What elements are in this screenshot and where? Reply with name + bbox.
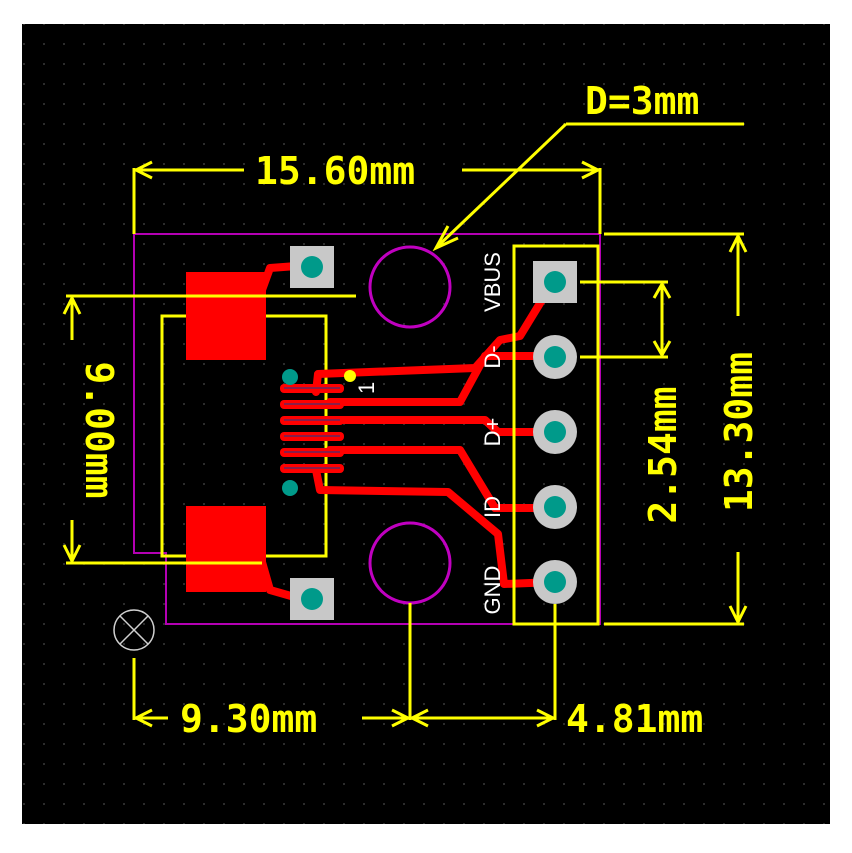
usb-signal-pads-highlight bbox=[284, 387, 340, 469]
dim-bottom-right: 4.81mm bbox=[566, 697, 703, 741]
header-drill-gnd bbox=[544, 571, 566, 593]
dim-pin-pitch: 2.54mm bbox=[641, 386, 685, 523]
header-drill-vbus bbox=[544, 271, 566, 293]
shield-pad-top bbox=[186, 272, 266, 360]
pin-label-d-plus: D+ bbox=[480, 418, 505, 447]
dim-hole-diameter: D=3mm bbox=[585, 79, 699, 123]
header-drill-d-plus bbox=[544, 421, 566, 443]
header-drill-id bbox=[544, 496, 566, 518]
dimension-lines bbox=[62, 122, 748, 728]
dim-height-left: 9.00mm bbox=[77, 361, 121, 498]
shield-tht-drill-top bbox=[301, 256, 323, 278]
pin-label-vbus: VBUS bbox=[480, 252, 505, 312]
header-drill-d-minus bbox=[544, 346, 566, 368]
pin1-marker: 1 bbox=[354, 382, 379, 394]
pin-label-d-minus: D- bbox=[480, 345, 505, 368]
locating-hole-bottom bbox=[282, 480, 298, 496]
usb-smd-pads bbox=[186, 272, 344, 592]
pin-label-gnd: GND bbox=[480, 566, 505, 615]
shield-pad-bottom bbox=[186, 506, 266, 592]
origin-marker-icon bbox=[113, 609, 155, 651]
pin-label-id: ID bbox=[480, 496, 505, 518]
locating-hole-top bbox=[282, 369, 298, 385]
dim-bottom-left: 9.30mm bbox=[180, 697, 317, 741]
dim-height-right: 13.30mm bbox=[717, 352, 761, 512]
dim-width-top: 15.60mm bbox=[255, 149, 415, 193]
pin1-dot bbox=[344, 370, 356, 382]
shield-tht-drill-bottom bbox=[301, 588, 323, 610]
mounting-hole-top bbox=[368, 245, 452, 329]
